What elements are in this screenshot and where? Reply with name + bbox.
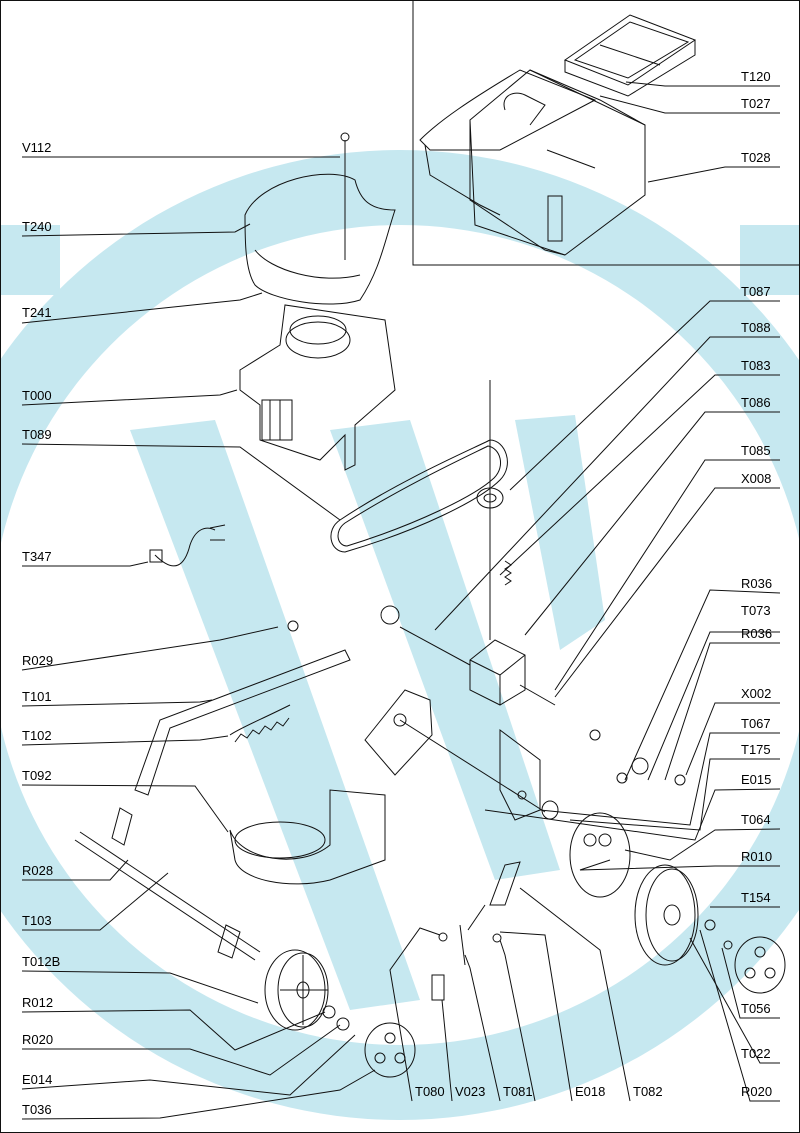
label-t027: T027 xyxy=(741,96,771,111)
label-r010: R010 xyxy=(741,849,773,864)
grass-catcher-box xyxy=(419,69,646,256)
ring-3 xyxy=(674,774,686,786)
label-e018: E018 xyxy=(575,1084,606,1099)
label-r012: R012 xyxy=(22,995,54,1010)
label-t088: T088 xyxy=(741,320,771,335)
gear-wheel xyxy=(631,757,649,775)
label-t175: T175 xyxy=(741,742,771,757)
label-t241: T241 xyxy=(22,305,52,320)
label-x008: X008 xyxy=(741,471,772,486)
label-t081: T081 xyxy=(503,1084,533,1099)
deflector-shield xyxy=(229,789,386,885)
label-t085: T085 xyxy=(741,443,771,458)
label-t022: T022 xyxy=(741,1046,771,1061)
rear-axle xyxy=(74,807,261,961)
bracket-plate xyxy=(364,689,546,813)
label-t067: T067 xyxy=(741,716,771,731)
label-e014: E014 xyxy=(22,1072,53,1087)
right-leader-lines xyxy=(434,81,781,1102)
label-t073: T073 xyxy=(741,603,771,618)
label-x002: X002 xyxy=(741,686,772,701)
inset-frame xyxy=(412,0,800,266)
label-t036: T036 xyxy=(22,1102,52,1117)
left-wheel xyxy=(264,949,329,1031)
spacer xyxy=(541,800,559,820)
label-r020-left: R020 xyxy=(22,1032,54,1047)
right-side-hub xyxy=(569,812,631,898)
engine-cover xyxy=(244,132,396,305)
label-t083: T083 xyxy=(741,358,771,373)
label-r020-right: R020 xyxy=(741,1084,773,1099)
label-t089: T089 xyxy=(22,427,52,442)
label-t087: T087 xyxy=(741,284,771,299)
label-r036-top: R036 xyxy=(741,576,773,591)
small-lever xyxy=(431,904,502,1001)
label-t102: T102 xyxy=(22,728,52,743)
nut-left xyxy=(336,1017,350,1031)
label-r029: R029 xyxy=(22,653,54,668)
side-plate xyxy=(499,729,541,821)
label-t120: T120 xyxy=(741,69,771,84)
label-r028: R028 xyxy=(22,863,54,878)
left-leader-lines xyxy=(21,156,376,1120)
handle-grip xyxy=(489,861,521,906)
washer-left xyxy=(322,1005,336,1019)
right-hubcap xyxy=(734,936,786,994)
grass-catcher-cover xyxy=(563,14,697,97)
label-t086: T086 xyxy=(741,395,771,410)
label-t082: T082 xyxy=(633,1084,663,1099)
label-t064: T064 xyxy=(741,812,771,827)
lever-spring xyxy=(229,704,291,743)
label-r036-bottom: R036 xyxy=(741,626,773,641)
ring-1 xyxy=(589,729,601,741)
label-t154: T154 xyxy=(741,890,771,905)
bottom-leader-lines xyxy=(389,887,631,1102)
label-v023: V023 xyxy=(455,1084,486,1099)
tension-spring xyxy=(504,560,512,586)
watermark-logo xyxy=(0,150,800,1120)
pinion-gear xyxy=(380,605,400,625)
label-t347: T347 xyxy=(22,549,52,564)
label-t000: T000 xyxy=(22,388,52,403)
label-t028: T028 xyxy=(741,150,771,165)
gearbox xyxy=(399,626,556,706)
label-t240: T240 xyxy=(22,219,52,234)
label-v112: V112 xyxy=(22,140,52,155)
drive-belt xyxy=(330,439,508,553)
handle-lever xyxy=(134,620,351,796)
engine xyxy=(239,304,396,471)
label-t101: T101 xyxy=(22,689,52,704)
bolt-right xyxy=(723,940,733,950)
label-t092: T092 xyxy=(22,768,52,783)
left-hubcap xyxy=(364,1022,416,1078)
ring-2 xyxy=(616,772,628,784)
washer-right xyxy=(704,919,716,931)
right-wheel xyxy=(634,864,699,966)
pulley xyxy=(476,380,504,640)
wiring-harness xyxy=(149,524,226,567)
label-t056: T056 xyxy=(741,1001,771,1016)
label-e015: E015 xyxy=(741,772,772,787)
label-t080: T080 xyxy=(415,1084,445,1099)
label-t012b: T012B xyxy=(22,954,61,969)
label-t103: T103 xyxy=(22,913,52,928)
